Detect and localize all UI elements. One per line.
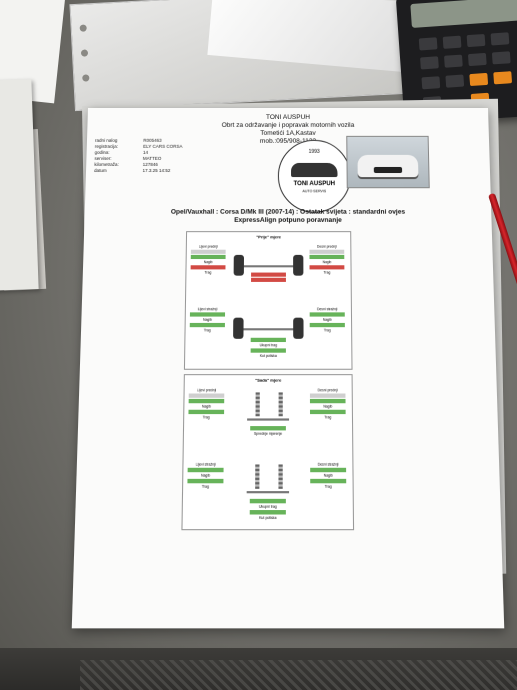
company-tagline: Obrt za održavanje i popravak motornih v… (87, 122, 488, 130)
job-meta: radni nalogR005463 registracija:ELY CARS… (94, 138, 183, 174)
before-measurements-panel: "Prije" mjere Lijevi prednjiNagibTrag De… (184, 231, 353, 370)
vehicle-title: Opel/Vauxhall : Corsa D/Mk III (2007-14)… (84, 209, 491, 225)
company-name: TONI AUSPUH (88, 114, 489, 122)
calculator-screen (410, 0, 517, 28)
vehicle-photo (346, 136, 430, 188)
after-measurements-panel: "Sada" mjere Lijevi prednjiNagibTrag Des… (181, 374, 354, 530)
alignment-report: TONI AUSPUH Obrt za održavanje i poprava… (72, 108, 505, 628)
floor (0, 648, 517, 690)
car-silhouette-icon (291, 163, 338, 177)
company-logo: 1993 TONI AUSPUH AUTO SERVIS (278, 140, 351, 213)
